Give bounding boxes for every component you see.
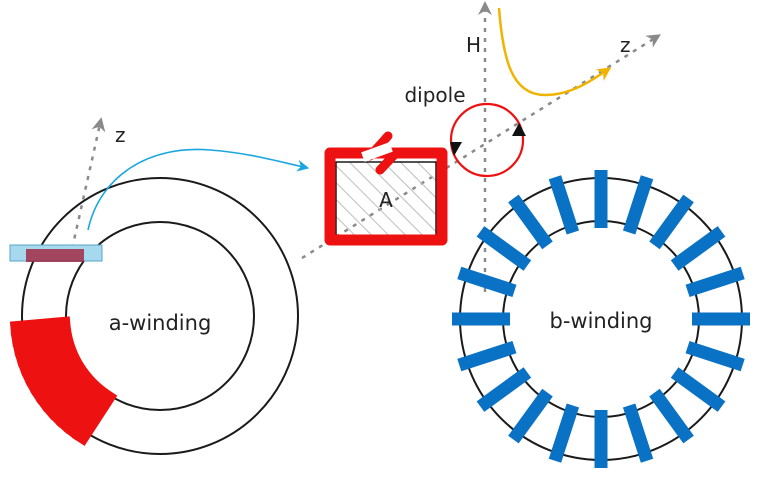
dipole-arrow-left — [450, 142, 462, 156]
b-coil — [685, 340, 745, 372]
b-coil — [457, 266, 517, 298]
dipole-arrow-right — [512, 123, 526, 136]
loop-gap — [361, 142, 393, 162]
a-winding-label: a-winding — [109, 311, 212, 335]
b-coil — [508, 388, 553, 444]
a-winding-coils — [9, 316, 118, 446]
a-winding-torus: a-winding — [9, 177, 299, 455]
a-coil — [30, 358, 89, 404]
a-coil — [25, 353, 85, 396]
area-loop: A — [324, 131, 448, 246]
b-coil — [649, 388, 694, 444]
a-inner-ring — [65, 221, 255, 411]
z-label-right: z — [620, 33, 631, 57]
b-coil — [670, 226, 726, 271]
b-coil — [622, 403, 654, 463]
b-winding-label: b-winding — [549, 309, 652, 333]
b-coil — [594, 170, 608, 228]
area-label: A — [379, 188, 393, 212]
b-coil — [594, 410, 608, 468]
b-coil — [685, 266, 745, 298]
b-winding-coils — [452, 170, 750, 468]
b-coil — [670, 367, 726, 412]
a-coil — [72, 387, 118, 446]
b-coil — [548, 403, 580, 463]
sensor-core — [26, 249, 84, 262]
h-label: H — [466, 33, 481, 57]
z-axis-left — [68, 117, 106, 259]
b-coil — [452, 312, 510, 326]
b-winding-torus: b-winding — [452, 170, 750, 468]
b-coil — [476, 367, 532, 412]
b-coil — [548, 175, 580, 235]
b-coil — [692, 312, 750, 326]
b-coil — [508, 194, 553, 250]
a-outer-ring — [21, 177, 299, 455]
b-coil — [457, 340, 517, 372]
field-curve — [497, 7, 612, 97]
dipole-label: dipole — [404, 83, 465, 107]
loop-lead-2 — [375, 147, 402, 175]
flow-arrow — [87, 148, 310, 231]
b-coil — [622, 175, 654, 235]
a-coil — [41, 369, 97, 421]
z-label-left: z — [115, 123, 126, 147]
b-coil — [476, 226, 532, 271]
dipole-group: dipole — [404, 83, 526, 178]
dipole-loop — [449, 102, 525, 178]
b-coil — [649, 194, 694, 250]
a-coil — [35, 364, 93, 413]
